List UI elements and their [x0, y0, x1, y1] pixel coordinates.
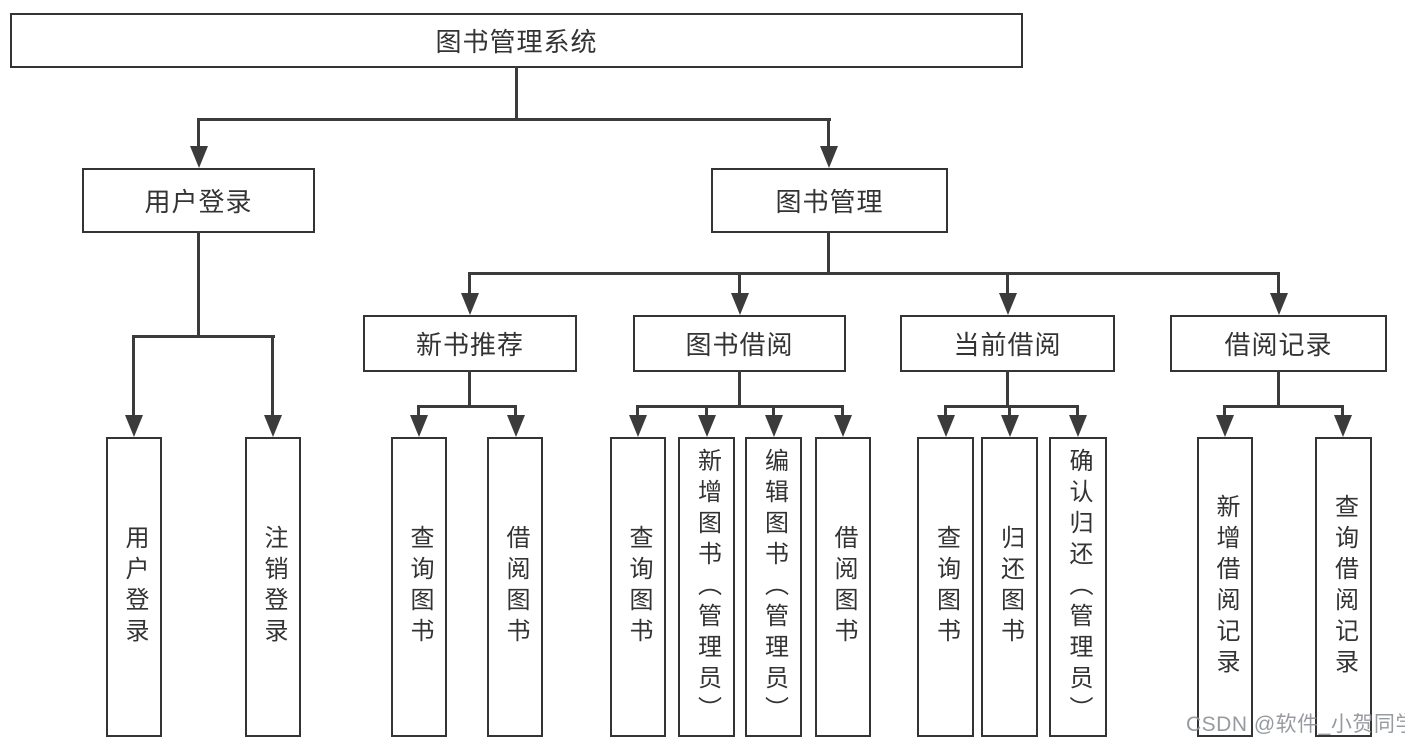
arrow-down-icon: [937, 415, 955, 437]
connector-line: [1223, 405, 1344, 408]
node-book-management: 图书管理: [711, 168, 948, 233]
arrow-down-icon: [765, 415, 783, 437]
leaf-borrow-query-books: 查询图书: [610, 437, 666, 737]
arrow-down-icon: [820, 146, 838, 168]
leaf-label: 编辑图书（管理员）: [760, 447, 788, 727]
node-label: 新书推荐: [415, 330, 524, 360]
leaf-label: 归还图书: [996, 525, 1024, 649]
connector-line: [944, 405, 947, 417]
node-user-login: 用户登录: [82, 168, 315, 233]
connector-line: [1008, 405, 1011, 417]
arrow-down-icon: [507, 415, 525, 437]
node-book-borrow: 图书借阅: [633, 315, 846, 372]
connector-line: [738, 370, 741, 408]
connector-line: [636, 405, 639, 417]
connector-line: [827, 118, 830, 152]
connector-line: [705, 405, 708, 417]
arrow-down-icon: [264, 415, 282, 437]
leaf-records-query-record: 查询借阅记录: [1315, 437, 1372, 737]
arrow-down-icon: [461, 293, 479, 315]
node-label: 用户登录: [144, 187, 253, 217]
connector-line: [515, 66, 518, 121]
leaf-borrow-borrow-books: 借阅图书: [815, 437, 871, 737]
connector-line: [738, 272, 741, 296]
arrow-down-icon: [834, 415, 852, 437]
connector-line: [132, 335, 275, 338]
node-label: 借阅记录: [1224, 330, 1333, 360]
connector-line: [1006, 370, 1009, 408]
leaf-user-login: 用户登录: [106, 437, 162, 737]
connector-line: [197, 118, 831, 121]
connector-line: [944, 405, 1079, 408]
leaf-label: 注销登录: [260, 525, 287, 649]
node-label: 当前借阅: [953, 330, 1062, 360]
node-current-borrow: 当前借阅: [900, 315, 1115, 372]
leaf-recommend-query-books: 查询图书: [391, 437, 447, 737]
connector-line: [468, 370, 471, 408]
connector-line: [1277, 272, 1280, 296]
leaf-label: 用户登录: [121, 525, 148, 649]
leaf-current-return-books: 归还图书: [981, 437, 1038, 737]
leaf-current-confirm-return-admin: 确认归还（管理员）: [1049, 437, 1107, 737]
node-book-management-system: 图书管理系统: [10, 13, 1023, 68]
arrow-down-icon: [125, 415, 143, 437]
connector-line: [827, 231, 830, 275]
leaf-recommend-borrow-books: 借阅图书: [487, 437, 543, 737]
arrow-down-icon: [1001, 415, 1019, 437]
node-label: 图书管理: [775, 187, 884, 217]
leaf-label: 新增图书（管理员）: [693, 447, 721, 727]
connector-line: [417, 405, 517, 408]
arrow-down-icon: [1216, 415, 1234, 437]
connector-line: [197, 118, 200, 152]
leaf-label: 查询图书: [625, 525, 652, 649]
connector-line: [1277, 370, 1280, 408]
leaf-current-query-books: 查询图书: [917, 437, 974, 737]
connector-line: [1223, 405, 1226, 417]
connector-line: [1006, 272, 1009, 296]
arrow-down-icon: [1069, 415, 1087, 437]
arrow-down-icon: [629, 415, 647, 437]
watermark: CSDN @软件_小贺同学: [1186, 713, 1405, 736]
leaf-label: 确认归还（管理员）: [1065, 447, 1092, 727]
connector-line: [468, 272, 471, 296]
connector-line: [772, 405, 775, 417]
leaf-borrow-add-books-admin: 新增图书（管理员）: [678, 437, 735, 737]
connector-line: [132, 335, 135, 417]
arrow-down-icon: [999, 293, 1017, 315]
arrow-down-icon: [698, 415, 716, 437]
connector-line: [271, 335, 274, 417]
connector-line: [417, 405, 420, 417]
arrow-down-icon: [1334, 415, 1352, 437]
node-new-book-recommend: 新书推荐: [363, 315, 577, 372]
leaf-borrow-edit-books-admin: 编辑图书（管理员）: [745, 437, 802, 737]
arrow-down-icon: [190, 146, 208, 168]
node-label: 图书管理系统: [435, 27, 598, 57]
arrow-down-icon: [1270, 293, 1288, 315]
arrow-down-icon: [731, 293, 749, 315]
connector-line: [514, 405, 517, 417]
leaf-records-add-record: 新增借阅记录: [1197, 437, 1253, 737]
leaf-label: 查询图书: [406, 525, 433, 649]
node-label: 图书借阅: [685, 330, 794, 360]
leaf-label: 借阅图书: [830, 525, 857, 649]
leaf-label: 查询图书: [932, 525, 960, 649]
connector-line: [841, 405, 844, 417]
connector-line: [1341, 405, 1344, 417]
node-borrow-records: 借阅记录: [1170, 315, 1387, 372]
leaf-label: 新增借阅记录: [1212, 494, 1239, 680]
leaf-label: 借阅图书: [502, 525, 529, 649]
leaf-label: 查询借阅记录: [1330, 494, 1358, 680]
connector-line: [1076, 405, 1079, 417]
connector-line: [636, 405, 844, 408]
connector-line: [197, 231, 200, 338]
connector-line: [468, 272, 1280, 275]
leaf-logout: 注销登录: [245, 437, 301, 737]
arrow-down-icon: [410, 415, 428, 437]
